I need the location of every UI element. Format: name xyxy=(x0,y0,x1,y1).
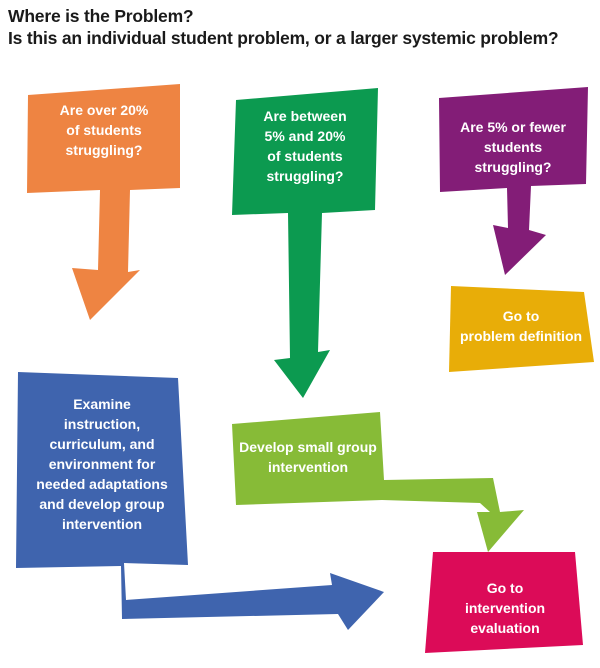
evaluation-label: Go to intervention evaluation xyxy=(464,580,546,636)
between-question: Are between 5% and 20% of students strug… xyxy=(263,108,347,184)
under5-callout xyxy=(439,87,588,275)
problem-definition-box xyxy=(449,286,594,372)
examine-label: Examine instruction, curriculum, and env… xyxy=(36,396,168,532)
examine-callout xyxy=(16,372,384,630)
under5-question: Are 5% or fewer students struggling? xyxy=(460,119,566,175)
small-group-callout xyxy=(232,412,524,552)
between-callout xyxy=(232,88,378,398)
evaluation-box xyxy=(425,552,583,653)
diagram-title: Where is the Problem? xyxy=(8,6,194,26)
over20-callout xyxy=(27,84,180,320)
diagram-subtitle: Is this an individual student problem, o… xyxy=(8,28,559,48)
over20-question: Are over 20% of students struggling? xyxy=(59,102,149,158)
small-group-label: Develop small group intervention xyxy=(239,439,377,475)
problem-definition-label: Go to problem definition xyxy=(459,308,583,344)
